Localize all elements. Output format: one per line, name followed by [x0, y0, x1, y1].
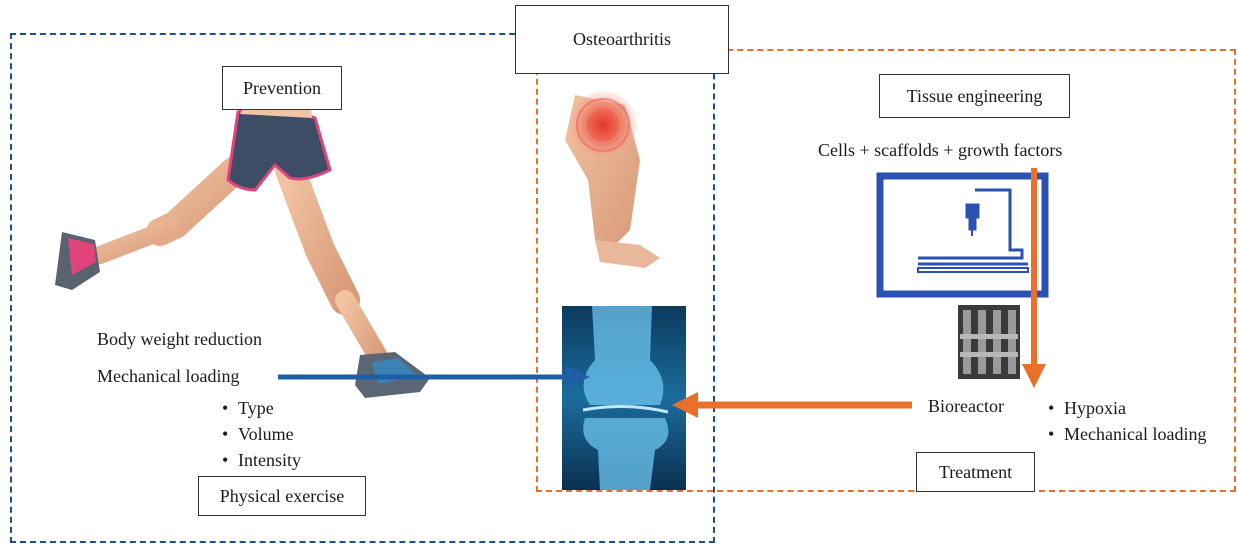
tissue-engineering-heading: Tissue engineering	[879, 74, 1070, 118]
prevention-arrow	[278, 366, 590, 388]
runner-illustration	[55, 95, 430, 398]
scaffold-micrograph	[958, 305, 1020, 379]
bioprinter-icon	[880, 176, 1045, 294]
list-item: Type	[222, 395, 301, 421]
list-item: Volume	[222, 421, 301, 447]
mechanical-loading-text: Mechanical loading	[97, 366, 239, 387]
osteoarthritis-title: Osteoarthritis	[515, 5, 729, 74]
exercise-parameters-list: Type Volume Intensity	[222, 395, 301, 473]
bioreactor-text: Bioreactor	[928, 396, 1004, 417]
body-weight-reduction-text: Body weight reduction	[97, 329, 262, 350]
treatment-arrow	[672, 392, 912, 418]
knee-pain-illustration	[565, 91, 660, 268]
list-item: Intensity	[222, 447, 301, 473]
cells-scaffolds-growth-factors-text: Cells + scaffolds + growth factors	[818, 140, 1062, 161]
physical-exercise-label: Physical exercise	[198, 476, 366, 516]
prevention-heading: Prevention	[222, 66, 342, 110]
treatment-label: Treatment	[916, 452, 1035, 492]
list-item: Mechanical loading	[1048, 421, 1206, 447]
bioreactor-conditions-list: Hypoxia Mechanical loading	[1048, 395, 1206, 447]
list-item: Hypoxia	[1048, 395, 1206, 421]
knee-xray-image	[562, 306, 686, 490]
